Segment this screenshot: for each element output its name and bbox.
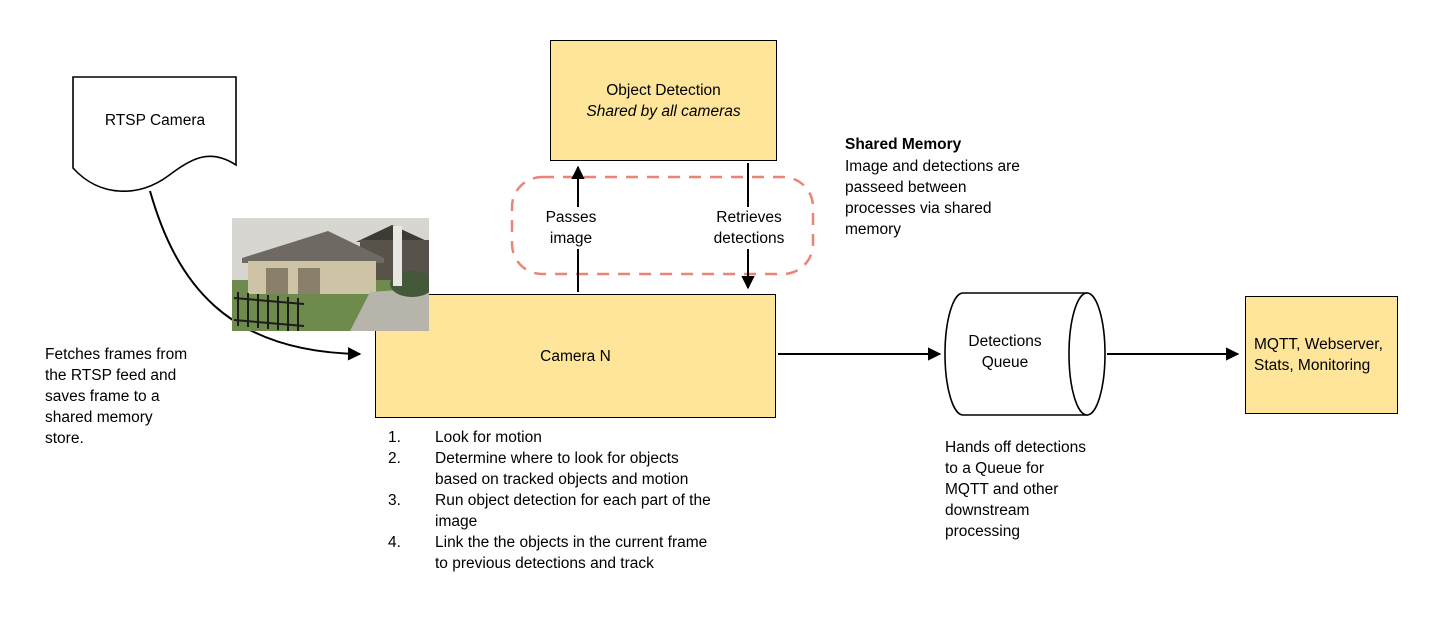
snapshot-door-left <box>266 268 288 294</box>
detections-queue-end-cap <box>1068 292 1106 416</box>
camera-step-4: Link the the objects in the current fram… <box>388 532 708 572</box>
fetch-frames-note: Fetches frames from the RTSP feed and sa… <box>45 346 188 447</box>
retrieves-detections-label: Retrieves detections <box>703 207 795 249</box>
object-detection-title: Object Detection <box>606 81 721 99</box>
camera-snapshot <box>232 218 429 331</box>
snapshot-sidewalk <box>350 288 429 331</box>
rtsp-camera-label: RTSP Camera <box>104 112 206 129</box>
camera-step-2: Determine where to look for objects base… <box>388 448 689 488</box>
shared-memory-outline <box>510 175 815 276</box>
hands-off-note: Hands off detections to a Queue for MQTT… <box>945 439 1087 540</box>
object-detection-node: Object Detection Shared by all cameras <box>550 40 777 161</box>
edge-rtsp-to-camera <box>149 190 362 361</box>
shared-memory-title: Shared Memory <box>845 136 962 153</box>
camera-step-3: Run object detection for each part of th… <box>388 490 711 530</box>
camera-n-node: Camera N <box>375 294 776 418</box>
detections-queue-label: Detections Queue <box>968 333 1042 371</box>
object-detection-subtitle: Shared by all cameras <box>586 102 741 120</box>
camera-n-label: Camera N <box>540 347 611 365</box>
camera-steps-list: Look for motion Determine where to look … <box>383 427 717 574</box>
snapshot-far-roof <box>356 225 429 242</box>
outputs-label: MQTT, Webserver, Stats, Monitoring <box>1254 336 1383 374</box>
camera-step-1: Look for motion <box>388 427 542 448</box>
passes-image-label: Passes image <box>538 207 604 249</box>
snapshot-main-roof <box>242 231 384 263</box>
outputs-node: MQTT, Webserver, Stats, Monitoring <box>1245 296 1398 414</box>
shared-memory-note: Image and detections are passeed between… <box>845 158 1020 238</box>
snapshot-fence <box>233 292 305 331</box>
detections-queue-shape <box>944 292 1088 416</box>
snapshot-porch-column <box>393 226 402 286</box>
snapshot-door-right <box>298 268 320 294</box>
rtsp-camera-shape <box>72 76 237 193</box>
